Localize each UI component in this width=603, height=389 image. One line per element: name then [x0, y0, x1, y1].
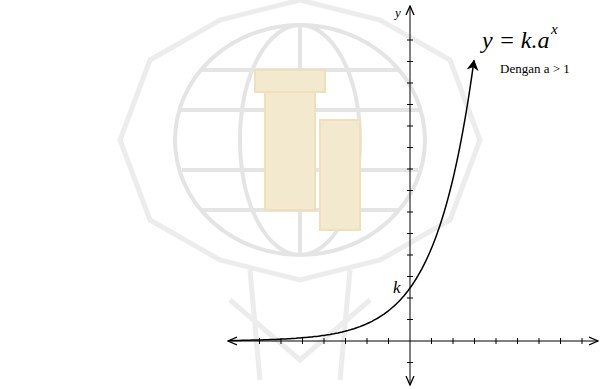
- y-tick: [407, 169, 413, 170]
- intercept-label: k: [393, 279, 401, 296]
- y-tick: [407, 319, 413, 320]
- equation-label: y = k.a: [482, 28, 550, 52]
- y-tick: [407, 147, 413, 148]
- y-tick: [407, 233, 413, 234]
- axis-label: y: [395, 6, 401, 19]
- y-tick: [407, 83, 413, 84]
- x-tick: [453, 338, 454, 344]
- x-axis: [228, 341, 598, 342]
- x-tick: [496, 338, 497, 344]
- x-tick: [582, 338, 583, 344]
- y-tick: [407, 298, 413, 299]
- x-tick: [367, 338, 368, 344]
- x-tick: [259, 338, 260, 344]
- y-tick: [407, 276, 413, 277]
- exponent-label: x: [551, 22, 558, 37]
- y-tick: [407, 190, 413, 191]
- watermark-tower: [255, 70, 360, 230]
- x-tick: [539, 338, 540, 344]
- condition-label: Dengan a > 1: [500, 62, 570, 75]
- axis-ticks: [260, 40, 583, 363]
- watermark-globe: [175, 25, 425, 255]
- x-tick: [560, 338, 561, 344]
- x-tick: [431, 338, 432, 344]
- x-tick: [517, 338, 518, 344]
- y-tick: [407, 362, 413, 363]
- x-tick: [345, 338, 346, 344]
- x-tick: [324, 338, 325, 344]
- y-tick: [407, 126, 413, 127]
- y-tick: [407, 212, 413, 213]
- x-tick: [474, 338, 475, 344]
- x-tick: [302, 338, 303, 344]
- x-tick: [388, 338, 389, 344]
- watermark-star: [120, 0, 480, 380]
- y-tick: [407, 255, 413, 256]
- exponential-curve: [230, 60, 474, 340]
- y-tick: [407, 40, 413, 41]
- y-tick: [407, 61, 413, 62]
- y-axis: [410, 6, 411, 385]
- y-tick: [407, 104, 413, 105]
